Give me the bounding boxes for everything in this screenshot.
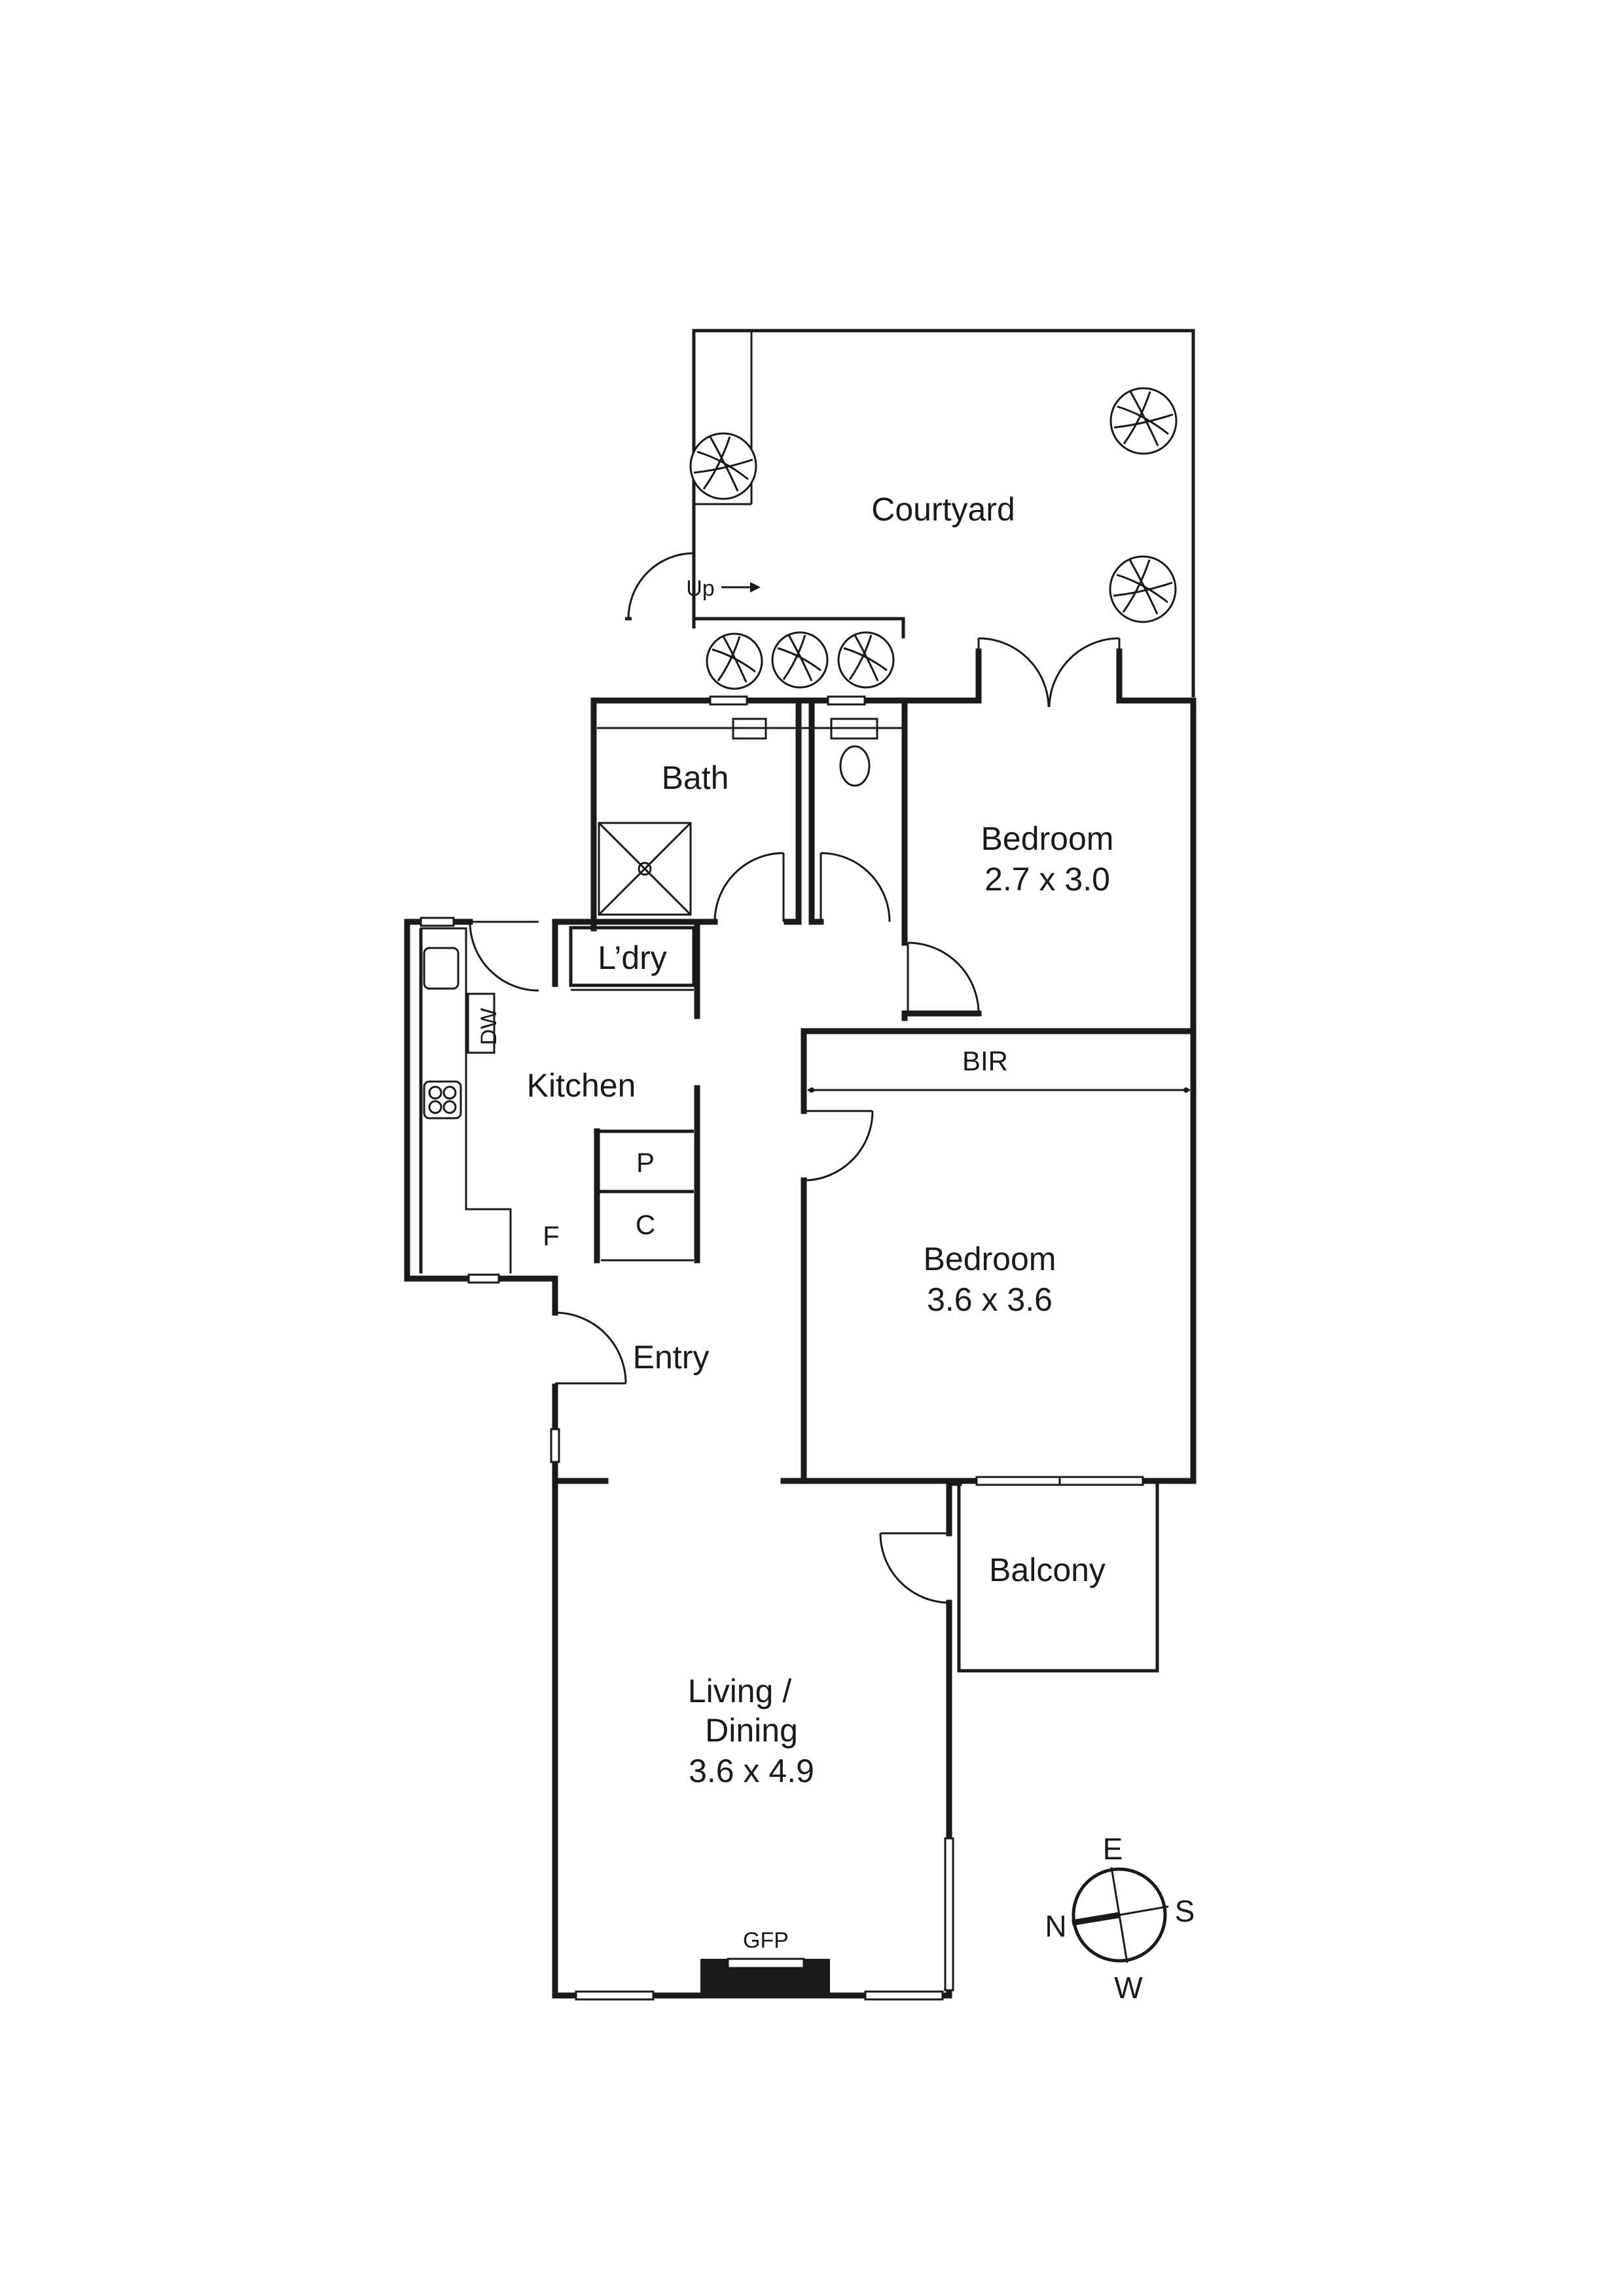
living-size: 3.6 x 4.9 xyxy=(689,1753,814,1789)
courtyard-tree xyxy=(706,632,763,690)
bir-label: BIR xyxy=(962,1046,1008,1076)
fireplace xyxy=(700,1958,830,1995)
compass-west: W xyxy=(1114,1971,1143,2005)
bath-label: Bath xyxy=(662,759,729,796)
doors xyxy=(469,637,1121,1604)
compass-east: E xyxy=(1103,1832,1123,1866)
bedroom1-label: Bedroom xyxy=(981,820,1114,857)
pantry-label: P xyxy=(636,1147,655,1178)
compass-icon: E S N W xyxy=(1045,1832,1195,2005)
cooktop-icon xyxy=(423,1080,462,1120)
bedroom2-size: 3.6 x 3.6 xyxy=(927,1281,1053,1318)
dishwasher-label: DW xyxy=(477,1008,501,1046)
courtyard-tree xyxy=(1109,555,1177,623)
courtyard-tree xyxy=(837,631,895,689)
living-label-line2: Dining xyxy=(705,1712,798,1749)
balcony-label: Balcony xyxy=(989,1552,1106,1588)
fridge-label: F xyxy=(543,1220,560,1251)
toilet-icon xyxy=(839,745,871,787)
compass-south: S xyxy=(1175,1894,1195,1928)
living-label-line1: Living / xyxy=(688,1673,792,1709)
entry-label: Entry xyxy=(633,1339,710,1376)
cupboard-label: C xyxy=(636,1209,655,1240)
courtyard-tree xyxy=(771,631,829,689)
courtyard-tree xyxy=(689,432,757,500)
courtyard-tree xyxy=(1109,387,1178,455)
gfp-label: GFP xyxy=(743,1928,789,1953)
courtyard-label: Courtyard xyxy=(871,491,1015,528)
fixtures xyxy=(419,718,1190,1995)
sink-icon xyxy=(423,947,460,990)
bedroom2-label: Bedroom xyxy=(924,1241,1056,1277)
laundry-label: L’dry xyxy=(598,939,667,976)
stair-up-label: Up xyxy=(686,576,714,601)
shower-icon xyxy=(598,822,692,916)
windows xyxy=(420,695,1144,2001)
compass-north: N xyxy=(1045,1909,1066,1943)
bedroom1-size: 2.7 x 3.0 xyxy=(984,861,1110,898)
kitchen-label: Kitchen xyxy=(527,1067,636,1104)
